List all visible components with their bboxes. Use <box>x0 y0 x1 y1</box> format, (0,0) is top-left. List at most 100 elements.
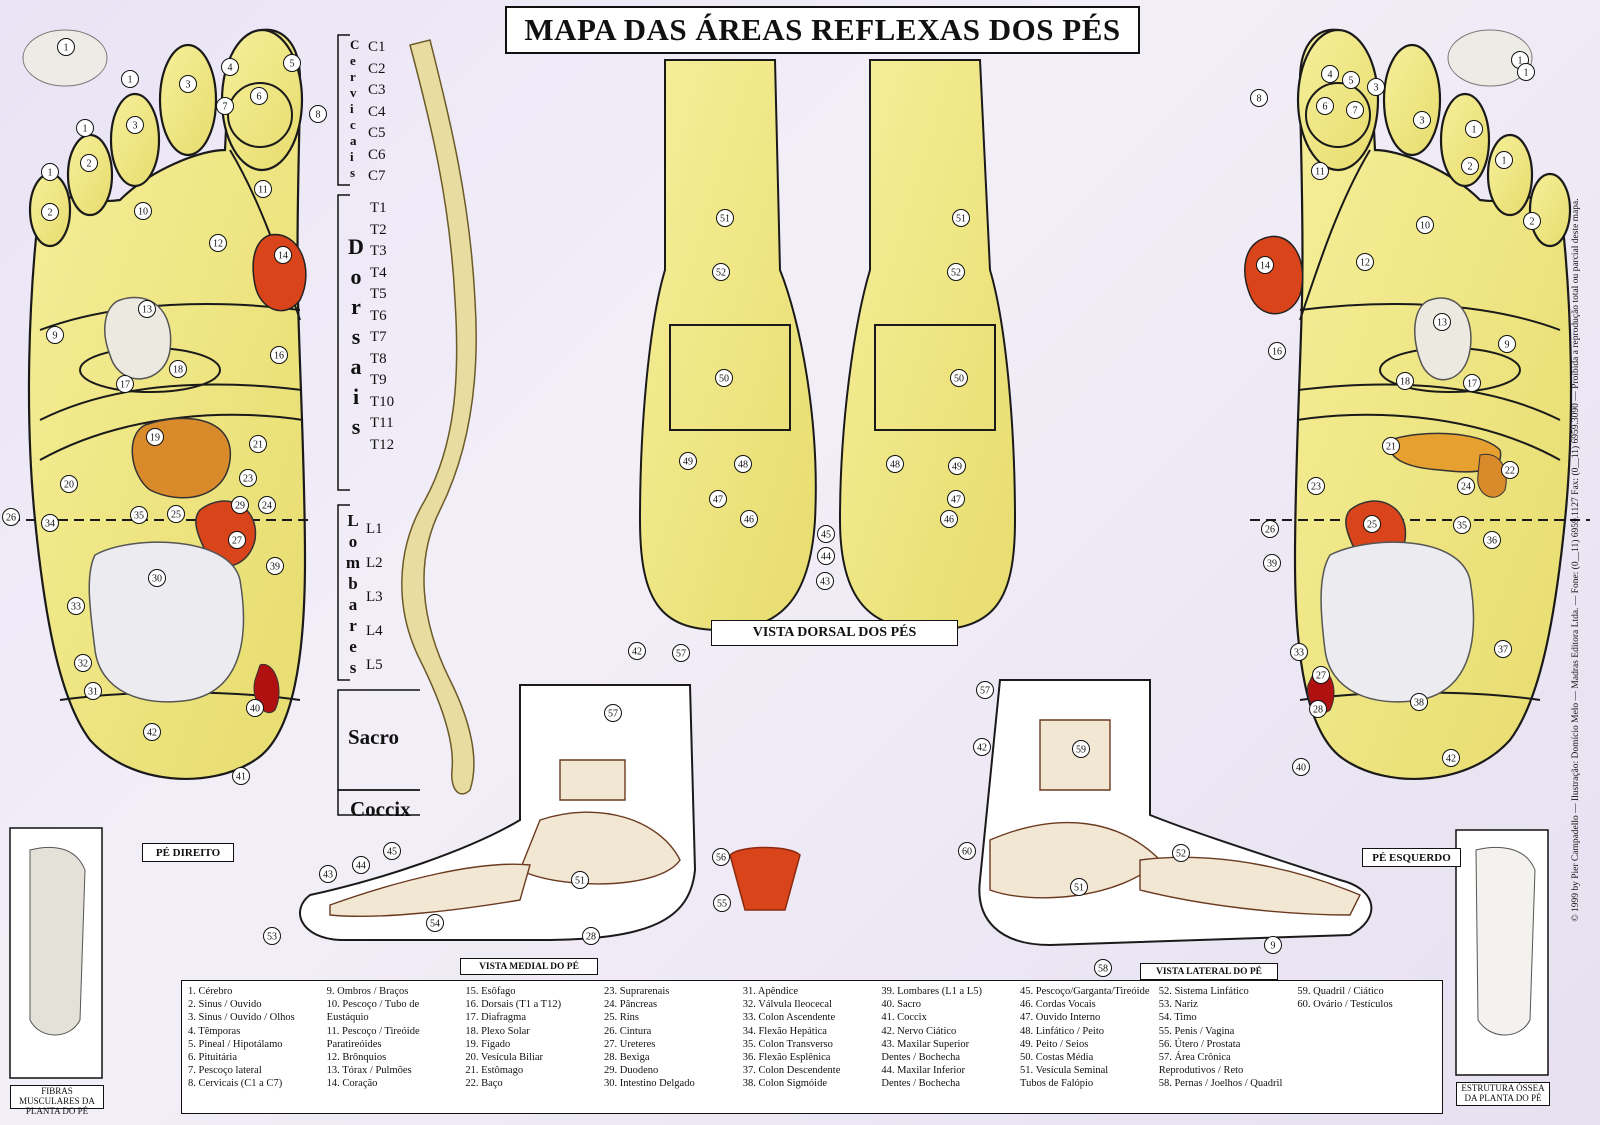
number-marker-label: 1 <box>128 75 133 86</box>
legend-item: 42. Nervo Ciático <box>881 1025 957 1037</box>
number-marker-label: 48 <box>890 460 900 471</box>
lumbar-list: L1 L2 L3 L4 L5 <box>366 521 383 673</box>
legend-item: Eustáquio <box>326 1012 369 1024</box>
legend-item: Reprodutivos / Reto <box>1158 1065 1244 1077</box>
legend-item: 29. Duodeno <box>604 1065 659 1077</box>
lumbar-word: L o m b a r e s <box>345 511 361 677</box>
number-marker-label: 45 <box>821 530 831 541</box>
number-marker: 1 <box>57 38 75 56</box>
number-marker-label: 41 <box>236 772 246 783</box>
number-marker: 1 <box>1517 63 1535 81</box>
number-marker: 11 <box>1311 162 1329 180</box>
dorsal-list: T1 T2 T3 T4 T5 T6 T7 T8 T9 T10 T11 T12 <box>370 200 395 453</box>
number-marker-label: 20 <box>64 480 74 491</box>
left-foot-label: PÉ ESQUERDO <box>1362 848 1461 867</box>
number-marker: 43 <box>816 572 834 590</box>
page-title: MAPA DAS ÁREAS REFLEXAS DOS PÉS <box>505 6 1140 54</box>
number-marker-label: 14 <box>278 251 288 262</box>
number-marker-label: 3 <box>186 80 191 91</box>
number-marker: 32 <box>74 654 92 672</box>
number-marker-label: 48 <box>738 460 748 471</box>
legend-item: 4. Têmporas <box>188 1025 241 1037</box>
legend-item: 21. Estômago <box>465 1065 524 1077</box>
number-marker-label: 51 <box>1074 883 1084 894</box>
number-marker-label: 49 <box>683 457 693 468</box>
number-marker: 10 <box>134 202 152 220</box>
number-marker: 30 <box>148 569 166 587</box>
number-marker: 51 <box>716 209 734 227</box>
number-marker: 29 <box>231 496 249 514</box>
legend-item: 57. Área Crônica <box>1158 1052 1231 1064</box>
number-marker: 60 <box>958 842 976 860</box>
number-marker: 7 <box>1346 101 1364 119</box>
number-marker: 57 <box>976 681 994 699</box>
legend-item: 39. Lombares (L1 a L5) <box>881 986 982 997</box>
legend-item: 32. Válvula Ileocecal <box>742 999 832 1011</box>
number-marker-label: 1 <box>83 124 88 135</box>
number-marker-label: 16 <box>1272 347 1282 358</box>
muscle-fibers-label: FIBRAS MUSCULARES DA PLANTA DO PÉ <box>10 1085 104 1116</box>
number-marker: 28 <box>1309 700 1327 718</box>
coccyx-label: Coccix <box>350 797 411 821</box>
number-marker-label: 24 <box>1461 482 1471 493</box>
number-marker-label: 44 <box>821 552 831 563</box>
number-marker-label: 23 <box>243 474 253 485</box>
lung-icon <box>104 296 172 380</box>
legend-item: 36. Flexão Esplênica <box>742 1052 831 1064</box>
number-marker-label: 2 <box>1468 162 1473 173</box>
number-marker-label: 14 <box>1260 261 1270 272</box>
number-marker-label: 36 <box>1487 536 1497 547</box>
number-marker-label: 25 <box>171 510 181 521</box>
number-marker: 31 <box>84 682 102 700</box>
number-marker-label: 38 <box>1414 698 1424 709</box>
number-marker: 9 <box>1264 936 1282 954</box>
medial-bones <box>329 759 681 917</box>
number-marker: 35 <box>130 506 148 524</box>
number-marker: 14 <box>274 246 292 264</box>
number-marker: 46 <box>740 510 758 528</box>
number-marker: 1 <box>1465 120 1483 138</box>
number-marker: 23 <box>1307 477 1325 495</box>
legend-item: 6. Pituitária <box>188 1052 237 1064</box>
number-marker-label: 13 <box>142 305 152 316</box>
liver-icon <box>131 417 231 499</box>
number-marker: 7 <box>216 97 234 115</box>
number-marker-label: 4 <box>1328 70 1333 81</box>
number-marker: 21 <box>1382 437 1400 455</box>
number-marker: 34 <box>41 514 59 532</box>
legend-item: 46. Cordas Vocais <box>1020 999 1096 1011</box>
muscle-fibers-icon <box>29 846 86 1036</box>
bladder-icon <box>253 664 280 713</box>
number-marker: 13 <box>1433 313 1451 331</box>
legend-item: 31. Apêndice <box>742 986 799 997</box>
medial-view-label: VISTA MEDIAL DO PÉ <box>460 958 598 975</box>
legend-item: 13. Tórax / Pulmões <box>326 1065 412 1077</box>
number-marker: 16 <box>270 346 288 364</box>
legend-item: 51. Vesícula Seminal <box>1020 1065 1109 1077</box>
number-marker: 1 <box>1495 151 1513 169</box>
number-marker-label: 21 <box>1386 442 1396 453</box>
number-marker: 33 <box>1290 643 1308 661</box>
number-marker: 6 <box>1316 97 1334 115</box>
legend-item: 17. Diafragma <box>465 1012 526 1024</box>
lateral-view-label: VISTA LATERAL DO PÉ <box>1140 963 1278 980</box>
sacrum-label: Sacro <box>348 725 399 749</box>
number-marker-label: 43 <box>820 577 830 588</box>
number-marker-label: 3 <box>1374 83 1379 94</box>
number-marker: 2 <box>1461 157 1479 175</box>
number-marker: 51 <box>1070 878 1088 896</box>
number-marker: 41 <box>232 767 250 785</box>
number-marker: 25 <box>1363 515 1381 533</box>
number-marker: 42 <box>143 723 161 741</box>
number-marker-label: 9 <box>1271 941 1276 952</box>
number-marker: 19 <box>146 428 164 446</box>
number-marker: 24 <box>1457 477 1475 495</box>
number-marker-label: 21 <box>253 440 263 451</box>
legend-item: 34. Flexão Hepática <box>742 1025 827 1037</box>
number-marker: 14 <box>1256 256 1274 274</box>
number-marker: 48 <box>886 455 904 473</box>
number-marker-label: 12 <box>1360 258 1370 269</box>
number-marker-label: 28 <box>586 932 596 943</box>
